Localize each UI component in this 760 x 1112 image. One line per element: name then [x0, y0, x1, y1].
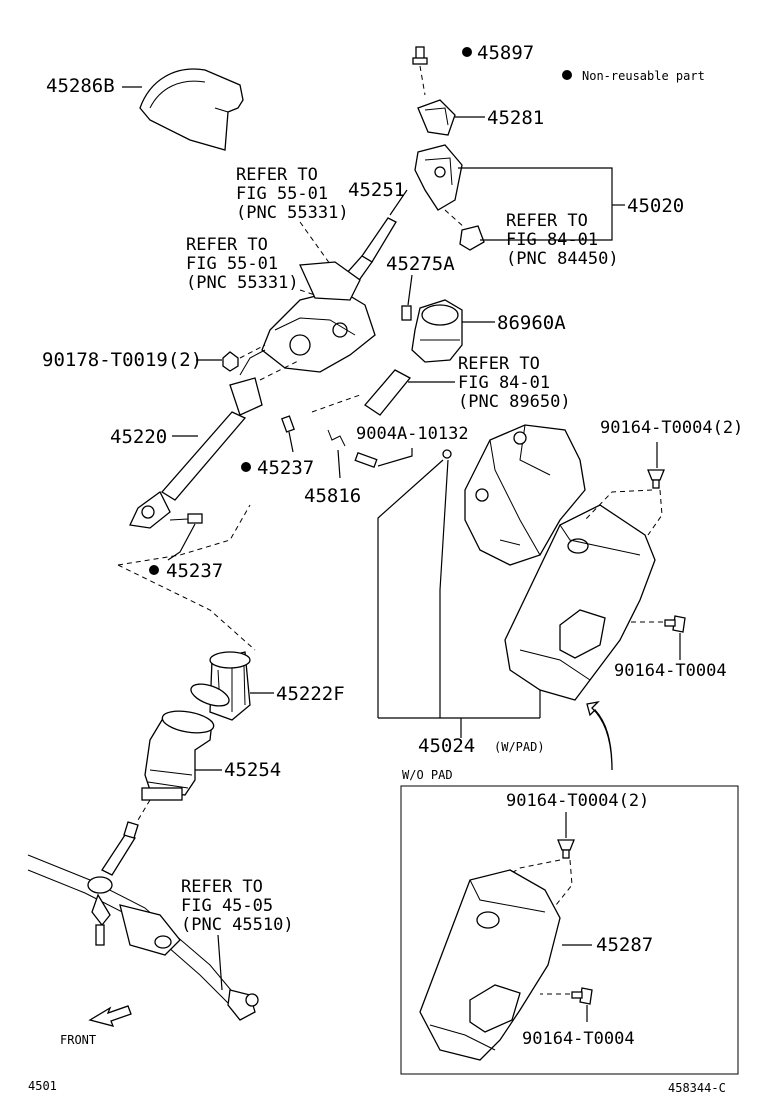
part-label-86960A: 86960A [497, 312, 566, 334]
svg-text:(PNC 55331): (PNC 55331) [236, 203, 349, 223]
part-label-45897: 45897 [477, 42, 534, 64]
part-label-45024: 45024 [418, 735, 475, 757]
part-label-45287: 45287 [596, 934, 653, 956]
part-label-90164-T0004-2-upper: 90164-T0004(2) [600, 418, 743, 438]
column-cover-45287-icon [419, 869, 561, 1061]
part-label-45254: 45254 [224, 759, 281, 781]
page-code: 4501 [28, 1079, 57, 1093]
part-label-45275A: 45275A [386, 253, 455, 275]
column-cover-upper-45024-icon [464, 424, 586, 566]
column-cover-lower-45024-icon [504, 504, 656, 701]
part-label-90164-T0004-inset: 90164-T0004 [522, 1029, 635, 1049]
part-label-45281: 45281 [487, 107, 544, 129]
part-label-90164-T0004-side: 90164-T0004 [614, 661, 727, 681]
svg-text:FIG 84-01: FIG 84-01 [506, 230, 598, 250]
part-label-9004A-10132: 9004A-10132 [356, 424, 469, 444]
non-reusable-bullet-icon [149, 565, 159, 575]
svg-text:REFER TO: REFER TO [181, 877, 263, 897]
part-label-90178-T0019: 90178-T0019(2) [42, 349, 202, 371]
intermediate-shaft-45220-icon [129, 377, 263, 529]
module-89650-icon [364, 369, 412, 416]
steering-rack-icon [27, 821, 259, 1021]
screw-45275A-icon [401, 305, 412, 321]
svg-text:(PNC 89650): (PNC 89650) [458, 392, 571, 412]
clip-45816-icon [327, 429, 346, 447]
part-label-45251: 45251 [348, 179, 405, 201]
svg-text:FIG 84-01: FIG 84-01 [458, 373, 550, 393]
bolt-45897-icon [412, 46, 428, 65]
refer-note-55331-a: REFER TO FIG 55-01 (PNC 55331) [236, 165, 349, 223]
svg-text:REFER TO: REFER TO [458, 354, 540, 374]
svg-text:REFER TO: REFER TO [186, 235, 268, 255]
cover-45286B-icon [139, 68, 244, 151]
part-label-45024-note: (W/PAD) [494, 740, 545, 754]
svg-text:REFER TO: REFER TO [506, 211, 588, 231]
refer-note-45510: REFER TO FIG 45-05 (PNC 45510) [181, 877, 294, 935]
bolt-45237-a-icon [281, 415, 295, 433]
part-label-45020: 45020 [627, 195, 684, 217]
part-label-45222F: 45222F [276, 683, 345, 705]
screw-90164-a-icon [647, 469, 665, 489]
part-label-45816: 45816 [304, 485, 361, 507]
screw-90164-c-icon [557, 839, 575, 859]
svg-text:(PNC 45510): (PNC 45510) [181, 915, 294, 935]
switch-assembly-45020-icon [414, 144, 485, 251]
svg-text:REFER TO: REFER TO [236, 165, 318, 185]
part-label-45237-lower: 45237 [166, 560, 223, 582]
screw-9004A-icon [354, 451, 378, 469]
screw-90164-b-icon [664, 615, 686, 633]
screw-90164-d-icon [571, 987, 593, 1005]
part-label-45237-upper: 45237 [257, 457, 314, 479]
front-label: FRONT [60, 1033, 96, 1047]
inset-title: W/O PAD [402, 768, 453, 782]
refer-note-84450: REFER TO FIG 84-01 (PNC 84450) [506, 211, 619, 269]
svg-text:(PNC 84450): (PNC 84450) [506, 249, 619, 269]
refer-note-55331-b: REFER TO FIG 55-01 (PNC 55331) [186, 235, 299, 293]
cover-45222F-icon [190, 651, 251, 721]
non-reusable-bullet-icon [462, 47, 472, 57]
boot-45254-icon [141, 710, 215, 801]
bolt-45237-b-icon [187, 513, 203, 524]
refer-note-89650: REFER TO FIG 84-01 (PNC 89650) [458, 354, 571, 412]
non-reusable-bullet-icon [241, 462, 251, 472]
part-label-90164-T0004-2-inset: 90164-T0004(2) [506, 791, 649, 811]
cover-hole-icon [442, 449, 452, 459]
curved-arrow-icon [586, 700, 613, 771]
legend-text: Non-reusable part [582, 69, 705, 83]
part-label-45286B: 45286B [46, 75, 115, 97]
steering-column-45251-icon [239, 217, 397, 376]
inset-frame [400, 785, 739, 1075]
svg-text:FIG 55-01: FIG 55-01 [186, 254, 278, 274]
motor-86960A-icon [411, 299, 463, 363]
nut-90178-icon [222, 351, 239, 372]
part-label-45220: 45220 [110, 426, 167, 448]
front-arrow-icon [88, 1005, 132, 1027]
svg-text:(PNC 55331): (PNC 55331) [186, 273, 299, 293]
legend-bullet-icon [562, 70, 572, 80]
figure-code: 458344-C [668, 1081, 726, 1095]
bracket-45281-icon [417, 99, 456, 136]
svg-text:FIG 55-01: FIG 55-01 [236, 184, 328, 204]
svg-text:FIG 45-05: FIG 45-05 [181, 896, 273, 916]
